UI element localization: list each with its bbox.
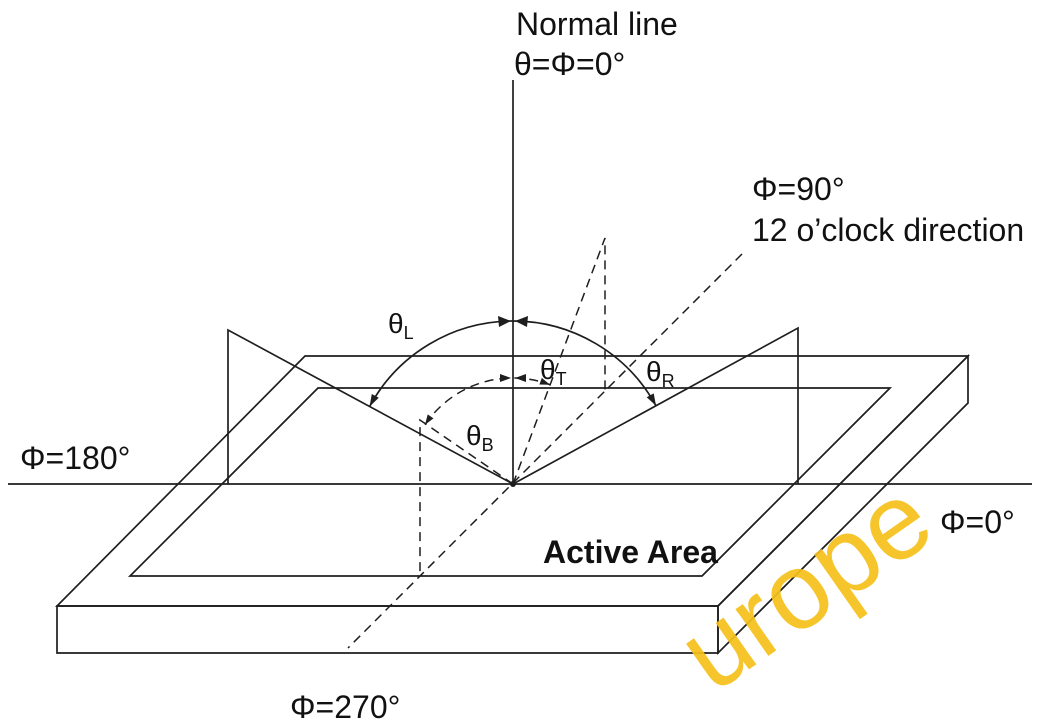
theta-b-arrowhead-top: [500, 374, 511, 382]
theta-b-arrowhead-end: [425, 414, 434, 425]
theta-l-arrowhead-end: [369, 394, 379, 407]
theta-t-symbol: θ: [540, 354, 556, 385]
watermark: urope: [657, 456, 953, 714]
normal-angle-label: θ=Φ=0°: [514, 46, 625, 82]
phi-0-label: Φ=0°: [940, 504, 1015, 540]
arc-arrowheads: [369, 316, 656, 425]
theta-tb-arc: [424, 377, 551, 426]
theta-l-symbol: θ: [388, 308, 404, 339]
theta-r-label: θR: [646, 356, 675, 391]
theta-r-triangle: [512, 326, 799, 485]
theta-r-symbol: θ: [646, 356, 662, 387]
theta-b-triangle: [419, 418, 514, 577]
active-area-label: Active Area: [543, 534, 718, 570]
theta-l-label: θL: [388, 308, 414, 343]
theta-t-arrowhead-top: [515, 374, 526, 382]
theta-lr-arc: [368, 320, 657, 407]
theta-r-subscript: R: [662, 371, 675, 391]
twelve-oclock-label: 12 o’clock direction: [752, 212, 1024, 248]
theta-t-subscript: T: [556, 369, 567, 389]
phi-270-label: Φ=270°: [290, 689, 400, 725]
origin-point: [510, 481, 516, 487]
theta-r-arrowhead-top: [515, 316, 528, 327]
active-area-outline: [127, 387, 893, 577]
theta-r-arrowhead-end: [646, 393, 656, 406]
panel-side-face: [717, 353, 969, 656]
theta-l-subscript: L: [404, 323, 414, 343]
theta-l-arrowhead-top: [498, 316, 511, 327]
theta-b-label: θB: [466, 420, 494, 455]
theta-b-symbol: θ: [466, 420, 482, 451]
theta-t-arrowhead-end: [539, 377, 550, 385]
theta-b-subscript: B: [482, 435, 494, 455]
panel-front-face: [56, 605, 719, 654]
phi-90-label: Φ=90°: [752, 171, 845, 207]
phi-90-270-axis: [347, 253, 743, 649]
theta-l-triangle: [227, 328, 514, 485]
theta-t-label: θT: [540, 354, 567, 389]
phi-180-label: Φ=180°: [20, 440, 130, 476]
theta-t-triangle: [512, 237, 606, 485]
normal-line-label: Normal line: [516, 6, 678, 42]
